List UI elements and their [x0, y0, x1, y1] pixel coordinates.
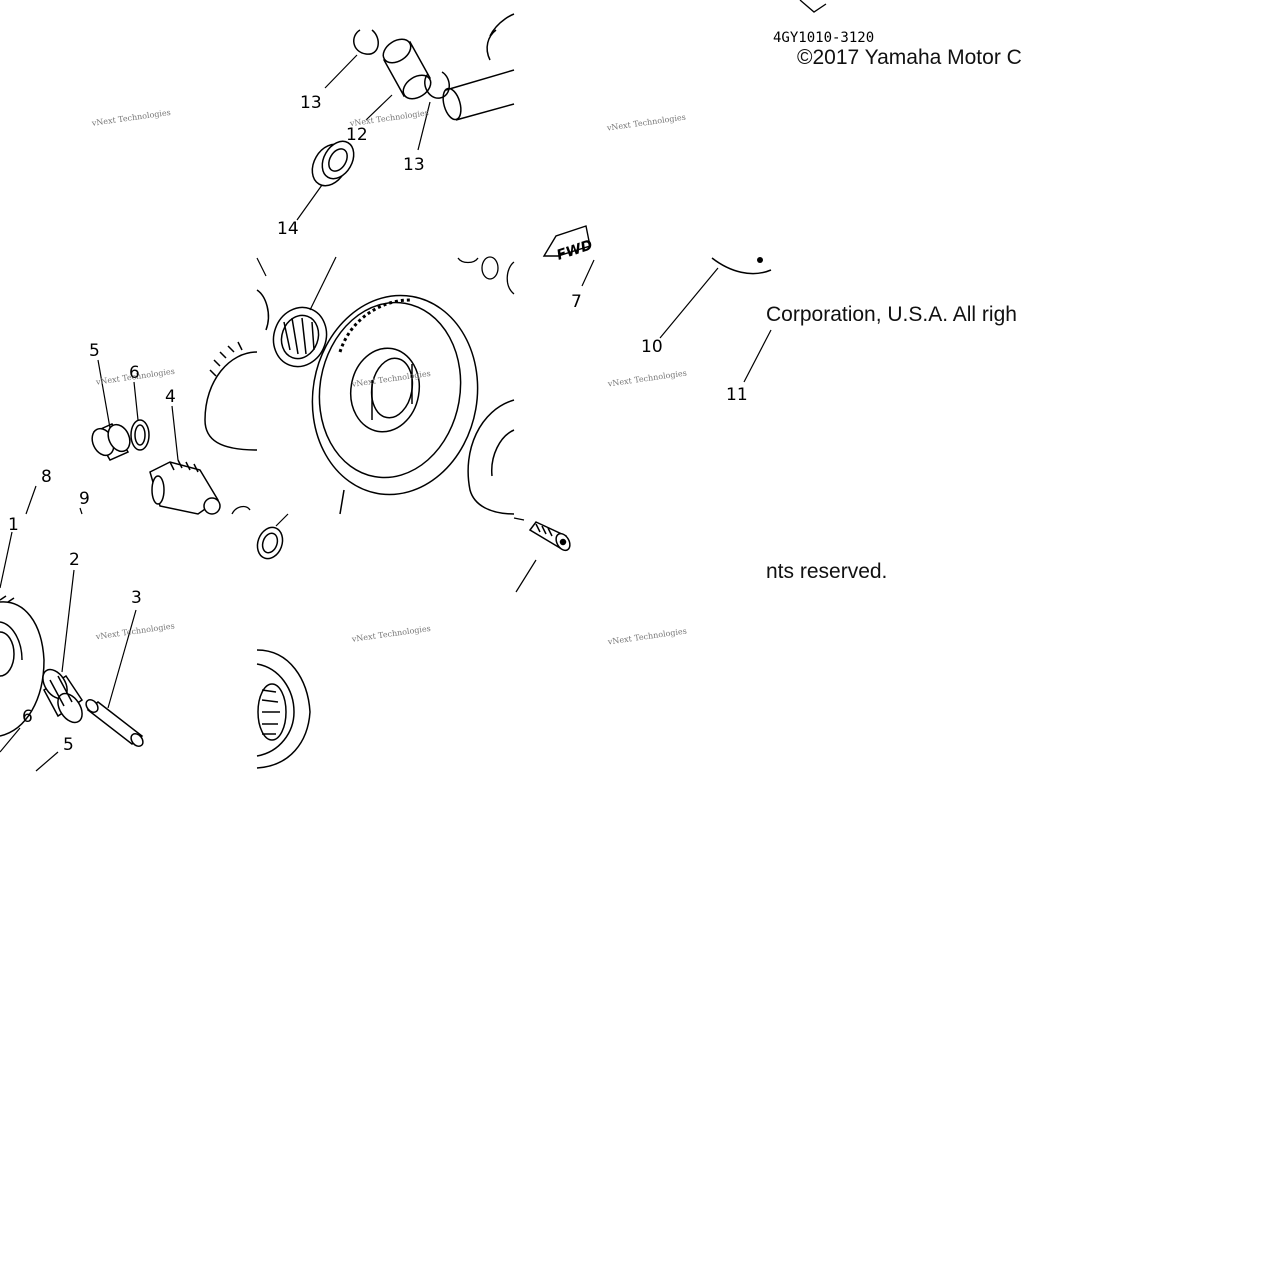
callout-5-lower: 5: [63, 735, 74, 755]
watermark: vNext Technologies: [350, 624, 431, 644]
gear-1: [0, 595, 45, 737]
watermark: vNext Technologies: [605, 113, 686, 133]
shaft-3: [85, 698, 144, 748]
callout-14: 14: [277, 219, 299, 239]
watermark: vNext Technologies: [90, 108, 171, 128]
watermark: vNext Technologies: [606, 626, 687, 646]
callout-9: 9: [79, 489, 90, 509]
starter-gear-large: [311, 294, 479, 515]
bolt: [528, 521, 571, 552]
part-code: 4GY1010-3120: [773, 30, 874, 46]
callout-6-upper: 6: [129, 363, 140, 383]
watermark: vNext Technologies: [606, 368, 687, 388]
gear-left-edge: [204, 289, 270, 451]
callout-12: 12: [346, 125, 368, 145]
top-fragments: [457, 256, 515, 295]
callout-13-top: 13: [300, 93, 322, 113]
small-bearing: [256, 526, 284, 560]
watermark: vNext Technologies: [94, 621, 175, 641]
hub-partial: [467, 399, 515, 515]
copyright-line-1: ©2017 Yamaha Motor C: [797, 46, 1022, 69]
callout-10: 10: [641, 337, 663, 357]
idler-gear-4: [149, 459, 221, 515]
callout-8: 8: [41, 467, 52, 487]
callout-11: 11: [726, 385, 748, 405]
callout-1: 1: [8, 515, 19, 535]
one-way-clutch: [256, 649, 311, 769]
callout-7: 7: [571, 292, 582, 312]
fwd-arrow-icon: [542, 225, 591, 257]
circlip-13-top: [353, 29, 379, 55]
circlip-13-right: [424, 71, 450, 99]
callout-13-right: 13: [403, 155, 425, 175]
shaft: [442, 13, 515, 121]
callout-6-lower: 6: [22, 707, 33, 727]
callout-2: 2: [69, 550, 80, 570]
needle-bearing-upper: [272, 306, 328, 368]
oil-seal-14: [311, 140, 355, 187]
bushing-12: [382, 38, 432, 100]
needle-bearing-2: [42, 668, 84, 724]
copyright-line-2: Corporation, U.S.A. All righ: [766, 303, 1017, 326]
callout-4: 4: [165, 387, 176, 407]
bearing-5-upper: [91, 423, 131, 461]
washer-6-upper: [130, 419, 150, 451]
callout-3: 3: [131, 588, 142, 608]
copyright-line-3: nts reserved.: [766, 560, 888, 583]
callout-5-upper: 5: [89, 341, 100, 361]
